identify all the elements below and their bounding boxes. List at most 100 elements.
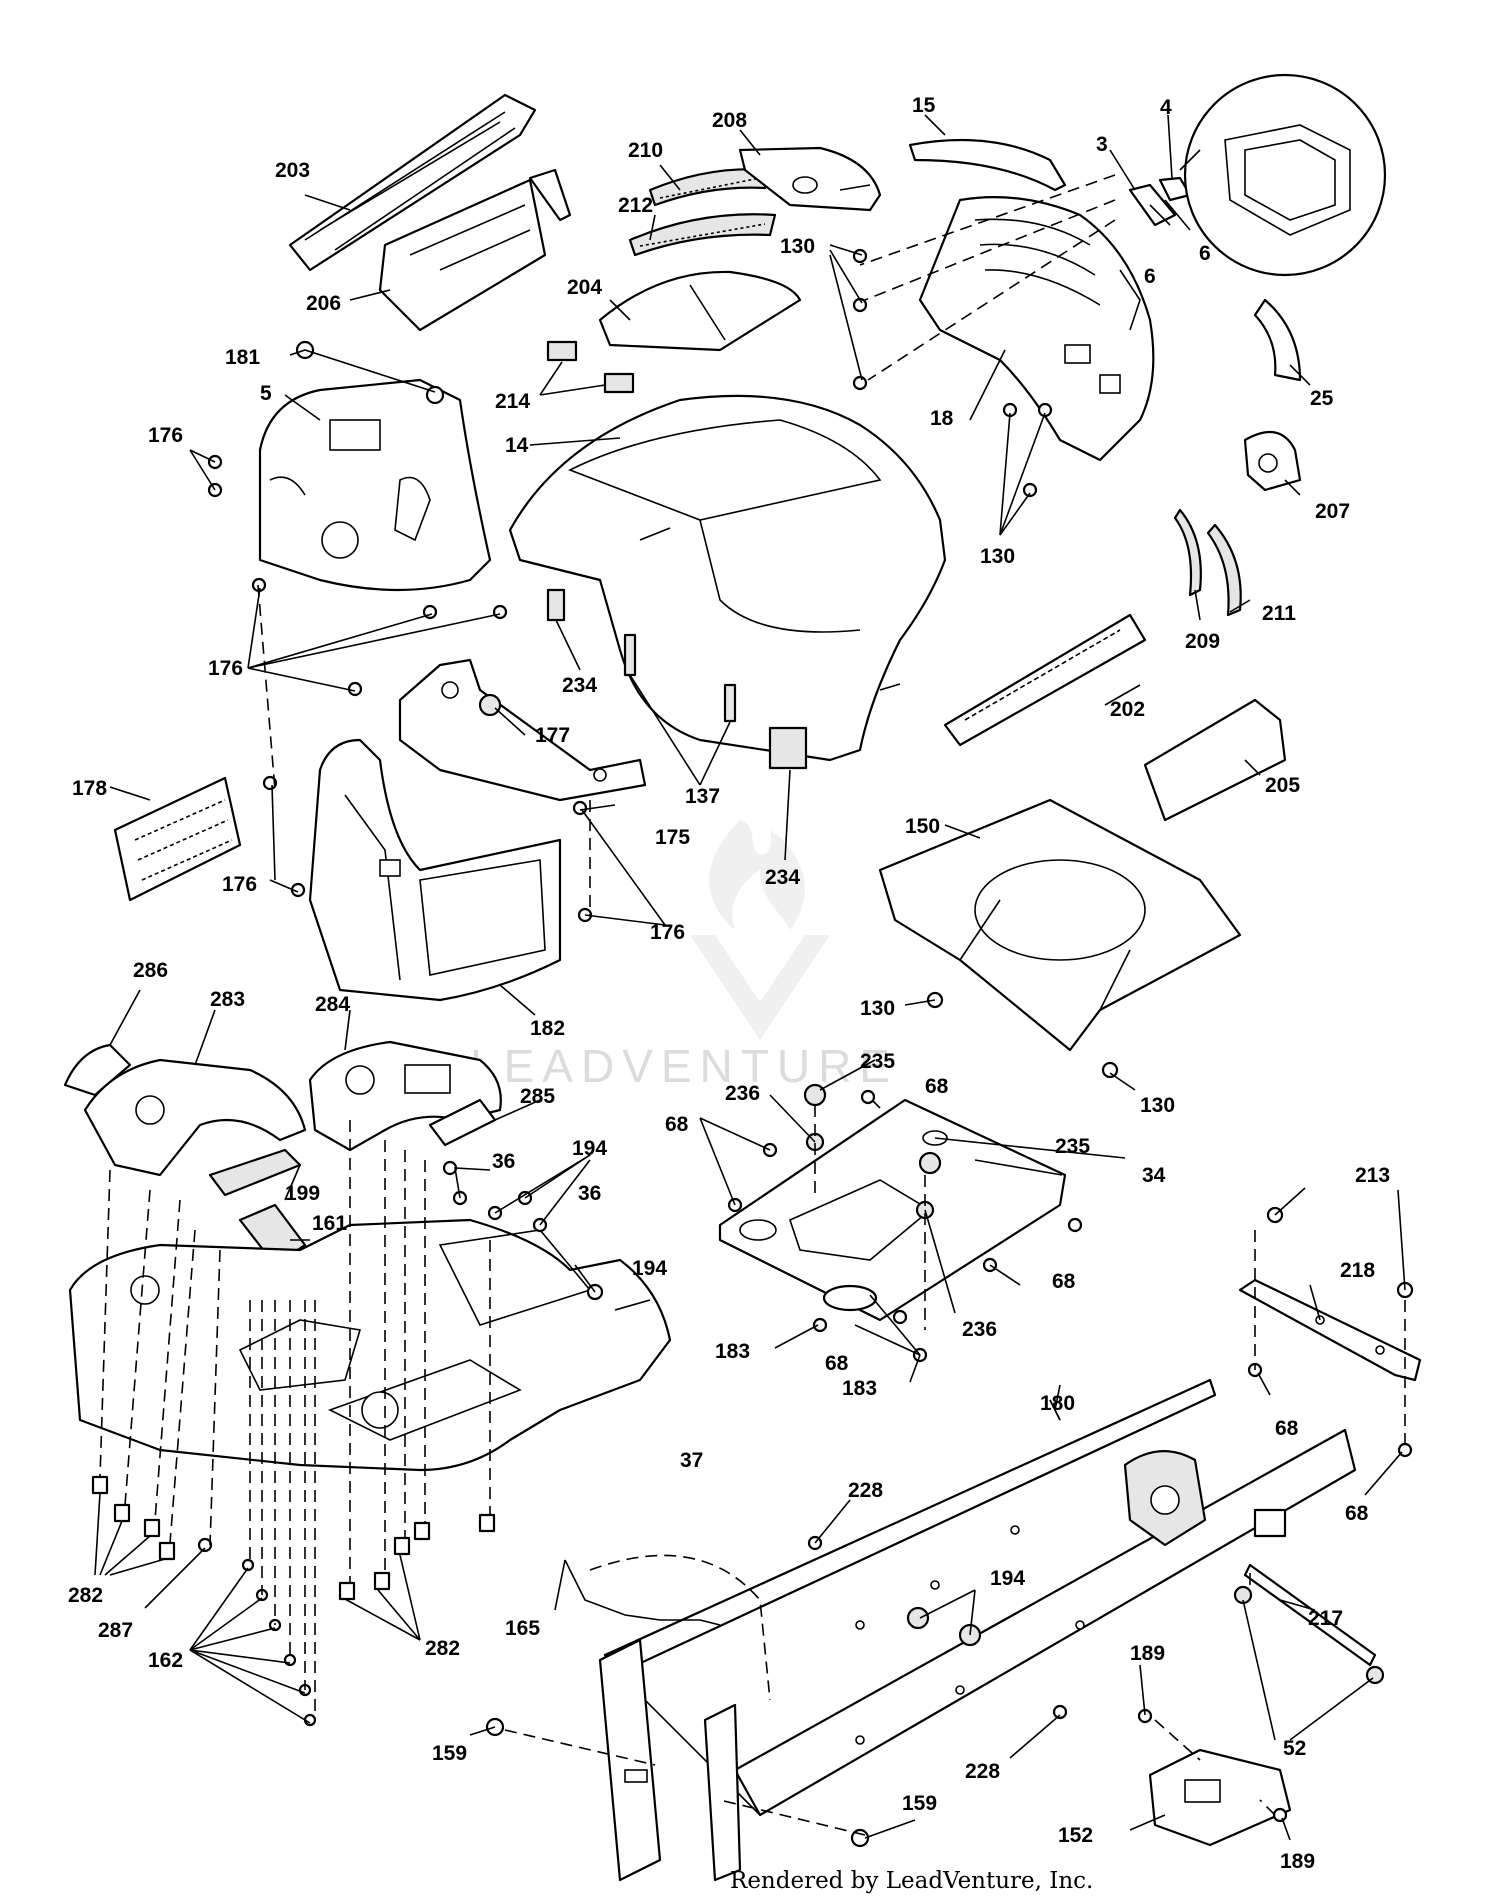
callout-130c: 130: [860, 997, 895, 1020]
part-37-fender-deck: [68, 1218, 672, 1472]
callout-161: 161: [312, 1212, 347, 1235]
callout-130d: 130: [1140, 1094, 1175, 1117]
part-284-right-fender: [308, 1040, 502, 1152]
callout-228b: 228: [965, 1760, 1000, 1783]
callout-68a: 68: [925, 1075, 949, 1098]
callout-68b: 68: [665, 1113, 689, 1136]
callout-36b: 36: [578, 1182, 601, 1205]
callout-5: 5: [260, 382, 272, 405]
callout-235b: 235: [1055, 1135, 1090, 1158]
part-178-vent-plate: [113, 776, 242, 902]
callout-183a: 183: [715, 1340, 750, 1363]
callout-68e: 68: [1275, 1417, 1299, 1440]
part-14-hood: [508, 394, 947, 762]
callout-68f: 68: [1345, 1502, 1369, 1525]
part-286-handle: [63, 1043, 132, 1097]
part-204-hood-insert: [598, 270, 802, 352]
callout-235a: 235: [860, 1050, 895, 1073]
callout-234b: 234: [765, 866, 800, 889]
callout-4: 4: [1160, 96, 1172, 119]
callout-287: 287: [98, 1619, 133, 1642]
callout-285: 285: [520, 1085, 555, 1108]
callout-236b: 236: [962, 1318, 997, 1341]
assembly-lines: [99, 174, 1406, 1836]
part-283-left-fender: [83, 1058, 307, 1177]
callout-36a: 36: [492, 1150, 515, 1173]
part-165-cable: [564, 1559, 721, 1626]
part-203-front-grille: [288, 93, 537, 272]
callout-236a: 236: [725, 1082, 760, 1105]
callout-15: 15: [912, 94, 936, 117]
part-5-dash-panel: [258, 378, 492, 592]
callout-206: 206: [306, 292, 341, 315]
callout-182: 182: [530, 1017, 565, 1040]
part-175-support-bracket: [398, 658, 647, 802]
callout-205: 205: [1265, 774, 1300, 797]
callout-189a: 189: [1130, 1642, 1165, 1665]
part-137-strip-b: [723, 683, 737, 723]
part-15-trim-strip: [908, 138, 1067, 192]
part-182-lower-console: [308, 738, 562, 1002]
part-202-lower-grille: [943, 613, 1147, 747]
callout-labels: 203 206 210 212 208 15 3 4 6 6 130 204 2…: [68, 94, 1390, 1873]
callout-3: 3: [1096, 133, 1108, 156]
part-234-decal-b: [768, 726, 808, 770]
part-218-bracket: [1238, 1278, 1422, 1382]
callout-213: 213: [1355, 1164, 1390, 1187]
callout-14: 14: [505, 434, 529, 457]
part-180-main-frame: [598, 1378, 1357, 1882]
callout-68c: 68: [1052, 1270, 1076, 1293]
callout-137: 137: [685, 785, 720, 808]
callout-208: 208: [712, 109, 747, 132]
callout-175: 175: [655, 826, 690, 849]
callout-152: 152: [1058, 1824, 1093, 1847]
callout-214: 214: [495, 390, 530, 413]
callout-150: 150: [905, 815, 940, 838]
part-211-screen: [1206, 523, 1242, 617]
part-206-grille-bracket: [378, 168, 572, 332]
callout-284: 284: [315, 993, 350, 1016]
callout-176c: 176: [222, 873, 257, 896]
part-214-bumpers: [546, 340, 635, 394]
part-212-screen: [628, 213, 777, 257]
callout-176a: 176: [148, 424, 183, 447]
callout-34: 34: [1142, 1164, 1166, 1187]
callout-228a: 228: [848, 1479, 883, 1502]
part-234-decal-a: [546, 588, 566, 622]
watermark-text: LEADVENTURE: [470, 1040, 898, 1092]
part-152-bracket: [1148, 1748, 1292, 1847]
part-150-floor-pan: [878, 798, 1242, 1052]
callout-189b: 189: [1280, 1850, 1315, 1873]
callout-180: 180: [1040, 1392, 1075, 1415]
part-34-mounting-plate: [718, 1098, 1067, 1322]
callout-159a: 159: [432, 1742, 467, 1765]
part-217-rod: [1243, 1563, 1377, 1667]
callout-6b: 6: [1144, 265, 1156, 288]
callout-183b: 183: [842, 1377, 877, 1400]
callout-217: 217: [1308, 1607, 1343, 1630]
part-137-strip-a: [623, 633, 637, 677]
callout-211: 211: [1262, 602, 1296, 625]
callout-199: 199: [285, 1182, 320, 1205]
callout-283: 283: [210, 988, 245, 1011]
callout-177: 177: [535, 724, 570, 747]
callout-209: 209: [1185, 630, 1220, 653]
callout-286: 286: [133, 959, 168, 982]
callout-25: 25: [1310, 387, 1334, 410]
callout-176b: 176: [208, 657, 243, 680]
callout-130b: 130: [980, 545, 1015, 568]
callout-52: 52: [1283, 1737, 1306, 1760]
callout-194c: 194: [990, 1567, 1025, 1590]
callout-218: 218: [1340, 1259, 1375, 1282]
callout-37: 37: [680, 1449, 703, 1472]
callout-165: 165: [505, 1617, 540, 1640]
callout-178: 178: [72, 777, 107, 800]
part-205-cover: [1143, 698, 1287, 822]
callout-181: 181: [225, 346, 260, 369]
callout-202: 202: [1110, 698, 1145, 721]
callout-6a: 6: [1199, 242, 1211, 265]
callout-194a: 194: [572, 1137, 607, 1160]
part-207-cover: [1243, 430, 1302, 492]
callout-234a: 234: [562, 674, 597, 697]
